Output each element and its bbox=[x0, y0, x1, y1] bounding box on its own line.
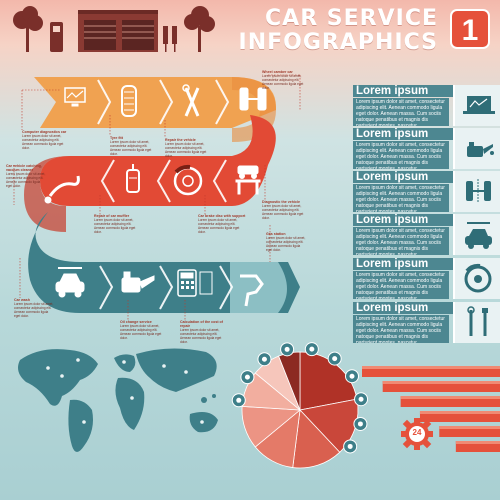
oil-can-icon bbox=[453, 128, 500, 169]
panel-title: Lorem ipsum bbox=[353, 302, 454, 314]
callout-lines bbox=[13, 74, 301, 320]
info-panel-5: Lorem ipsum Lorem ipsum dolor sit amet, … bbox=[349, 258, 500, 299]
tire-icon bbox=[257, 352, 272, 367]
calculator-icon bbox=[177, 269, 213, 297]
bar-highlight bbox=[382, 381, 500, 384]
diagnostics-laptop-icon bbox=[453, 85, 500, 126]
winding-road bbox=[24, 77, 301, 313]
car-icon bbox=[353, 416, 368, 431]
tools-icon bbox=[453, 302, 500, 343]
bar-highlight bbox=[439, 426, 500, 429]
bar bbox=[419, 411, 500, 422]
wheel-alignment-icon bbox=[239, 87, 267, 111]
panel-text: Lorem ipsum dolor sit amet, consectetur … bbox=[353, 227, 449, 255]
brake-disc-icon bbox=[173, 164, 203, 196]
oil-icon bbox=[240, 370, 255, 385]
road-segment-red bbox=[40, 115, 276, 206]
bar bbox=[455, 441, 500, 452]
bar-highlight bbox=[400, 396, 500, 399]
info-panel-6: Lorem ipsum Lorem ipsum dolor sit amet, … bbox=[349, 302, 500, 343]
brake-disc-icon bbox=[453, 258, 500, 299]
gear-24-icon bbox=[401, 418, 433, 450]
road-segment-orange bbox=[34, 77, 276, 128]
bar-highlight bbox=[419, 411, 500, 414]
number-badge: 1 bbox=[450, 9, 490, 49]
car-wash-icon bbox=[55, 267, 85, 298]
wheel-icon bbox=[280, 342, 295, 357]
panel-text: Lorem ipsum dolor sit amet, consectetur … bbox=[353, 184, 449, 212]
panel-title: Lorem ipsum bbox=[353, 258, 454, 270]
world-map bbox=[18, 348, 218, 452]
wrench-screwdriver-icon bbox=[182, 84, 200, 117]
diagnostics-icon bbox=[343, 439, 358, 454]
panel-text: Lorem ipsum dolor sit amet, consectetur … bbox=[353, 141, 449, 169]
panel-title: Lorem ipsum bbox=[353, 128, 454, 140]
panel-text: Lorem ipsum dolor sit amet, consectetur … bbox=[353, 271, 449, 299]
header-scene bbox=[13, 6, 215, 52]
wheel-alignment-icon bbox=[453, 171, 500, 212]
pie-slice bbox=[292, 409, 341, 469]
pie-chart bbox=[231, 342, 369, 469]
info-panel-3: Lorem ipsum Lorem ipsum dolor sit amet, … bbox=[349, 171, 500, 212]
tree-icon bbox=[184, 6, 215, 52]
car-wash-icon bbox=[327, 351, 342, 366]
panel-title: Lorem ipsum bbox=[353, 85, 454, 97]
traffic-light-icon bbox=[163, 26, 177, 52]
car-lift-icon bbox=[231, 393, 246, 408]
bar bbox=[382, 381, 500, 392]
info-panel-1: Lorem ipsum Lorem ipsum dolor sit amet, … bbox=[349, 85, 500, 126]
info-panel-4: Lorem ipsum Lorem ipsum dolor sit amet, … bbox=[349, 214, 500, 255]
title-line2: INFOGRAPHICS bbox=[238, 30, 438, 55]
panel-text: Lorem ipsum dolor sit amet, consectetur … bbox=[353, 315, 449, 343]
panel-title: Lorem ipsum bbox=[353, 171, 454, 183]
bar-highlight bbox=[455, 441, 500, 444]
tree-icon bbox=[13, 6, 43, 52]
bar bbox=[439, 426, 500, 437]
oil-can-icon bbox=[121, 271, 155, 293]
fuel-icon bbox=[344, 369, 359, 384]
panel-text: Lorem ipsum dolor sit amet, consectetur … bbox=[353, 98, 449, 126]
title-line1: CAR SERVICE bbox=[265, 6, 438, 31]
fuel-nozzle-icon bbox=[240, 274, 264, 307]
tire-icon bbox=[121, 85, 137, 117]
garage-icon bbox=[78, 10, 158, 52]
bar bbox=[400, 396, 500, 407]
fuel-filter-icon bbox=[126, 164, 140, 193]
oil-drip-icon bbox=[44, 175, 80, 204]
gas-pump-icon bbox=[50, 22, 63, 52]
panel-title: Lorem ipsum bbox=[353, 214, 454, 226]
info-panel-2: Lorem ipsum Lorem ipsum dolor sit amet, … bbox=[349, 128, 500, 169]
wrench-icon bbox=[304, 342, 319, 357]
gear-badge-label: 24 bbox=[412, 428, 422, 437]
diagnostics-monitor-icon bbox=[64, 87, 86, 107]
bar-chart bbox=[362, 366, 500, 452]
car-wash-icon bbox=[453, 214, 500, 255]
bar-highlight bbox=[362, 366, 500, 369]
bar bbox=[362, 366, 500, 377]
car-lift-icon bbox=[235, 165, 261, 195]
pie-slice bbox=[299, 351, 358, 411]
calculator-icon bbox=[354, 392, 369, 407]
